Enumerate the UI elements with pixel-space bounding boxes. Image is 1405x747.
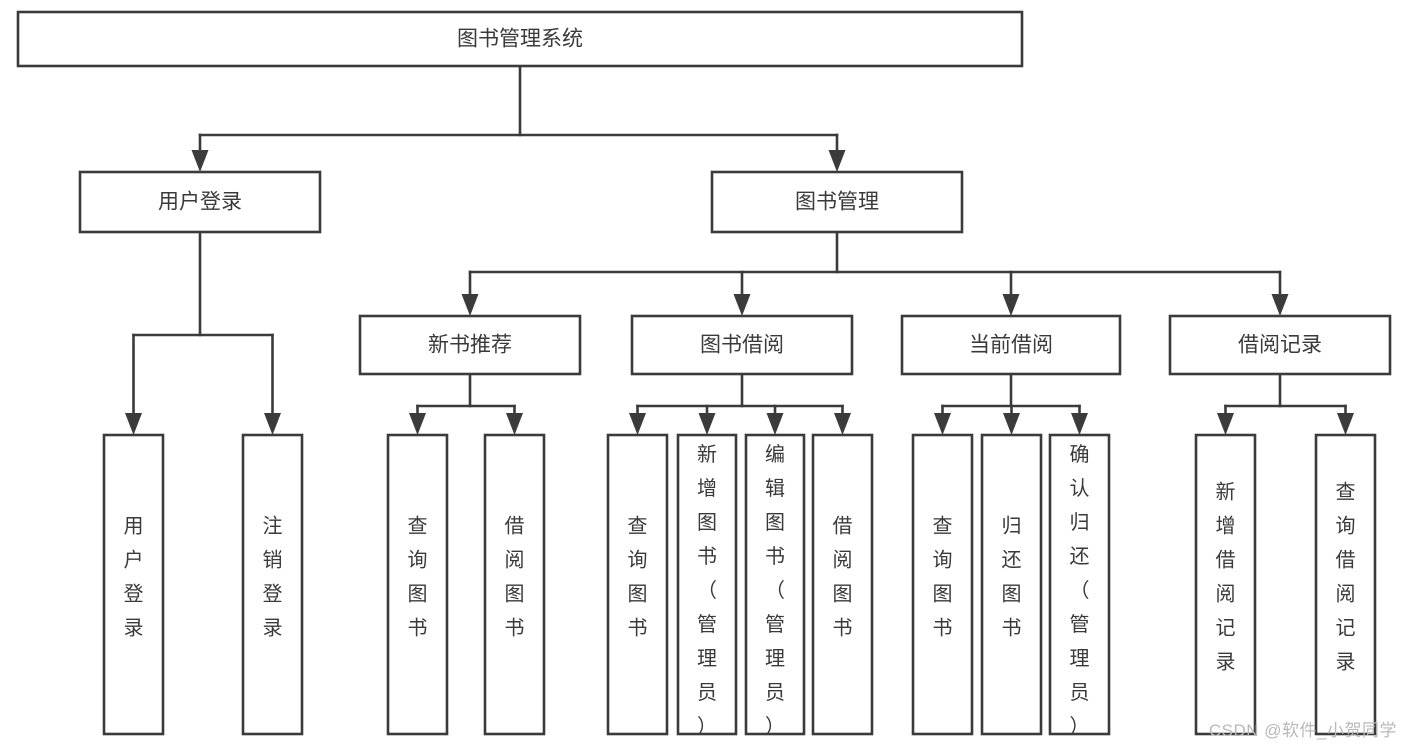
node-box-leaf-confirm-return [1048, 433, 1111, 736]
node-box-book-manage [710, 170, 964, 234]
node-user-login[interactable]: 用户登录 [78, 170, 322, 234]
node-label-leaf-add-book: 新增图书（管理员） [697, 443, 717, 738]
node-leaf-borrow-book-1[interactable]: 借阅图书 [483, 433, 546, 736]
node-label-leaf-borrow-book-2: 借阅图书 [833, 514, 853, 639]
node-box-leaf-query-record [1314, 433, 1377, 736]
node-box-new-book-rec [358, 314, 582, 376]
node-label-leaf-user-login: 用户登录 [124, 515, 144, 639]
node-label-leaf-borrow-book-1: 借阅图书 [505, 514, 525, 639]
node-box-leaf-borrow-book-1 [483, 433, 546, 736]
node-box-leaf-user-login [102, 433, 165, 736]
node-box-user-login [78, 170, 322, 234]
connector-current_borrow [934, 372, 1088, 435]
node-leaf-query-record[interactable]: 查询借阅记录 [1314, 433, 1377, 736]
node-box-book-borrow [630, 314, 854, 376]
node-box-leaf-query-book-1 [386, 433, 449, 736]
node-book-borrow[interactable]: 图书借阅 [630, 314, 854, 376]
node-label-user-login: 用户登录 [158, 191, 242, 214]
connector-root [191, 64, 846, 172]
node-leaf-user-login[interactable]: 用户登录 [102, 433, 165, 736]
node-label-leaf-query-book-2: 查询图书 [628, 514, 648, 639]
node-label-root: 图书管理系统 [457, 28, 583, 51]
node-root[interactable]: 图书管理系统 [16, 10, 1024, 68]
node-leaf-query-book-1[interactable]: 查询图书 [386, 433, 449, 736]
node-label-leaf-return-book: 归还图书 [1002, 514, 1022, 639]
node-layer: 图书管理系统用户登录图书管理新书推荐图书借阅当前借阅借阅记录用户登录注销登录查询… [16, 10, 1392, 738]
node-leaf-add-record[interactable]: 新增借阅记录 [1194, 433, 1257, 736]
node-leaf-query-book-3[interactable]: 查询图书 [911, 433, 974, 736]
node-label-leaf-confirm-return: 确认归还（管理员） [1070, 443, 1090, 738]
node-label-book-manage: 图书管理 [795, 191, 879, 214]
node-leaf-edit-book[interactable]: 编辑图书（管理员） [744, 433, 806, 738]
node-label-current-borrow: 当前借阅 [969, 334, 1053, 357]
connector-book_manage [461, 230, 1289, 316]
node-label-borrow-record: 借阅记录 [1238, 334, 1322, 357]
node-leaf-borrow-book-2[interactable]: 借阅图书 [811, 433, 874, 736]
node-label-book-borrow: 图书借阅 [700, 334, 784, 357]
node-label-leaf-edit-book: 编辑图书（管理员） [765, 443, 785, 738]
node-current-borrow[interactable]: 当前借阅 [900, 314, 1122, 376]
node-box-borrow-record [1168, 314, 1392, 376]
node-leaf-confirm-return[interactable]: 确认归还（管理员） [1048, 433, 1111, 738]
node-box-leaf-add-record [1194, 433, 1257, 736]
node-leaf-return-book[interactable]: 归还图书 [980, 433, 1043, 736]
node-box-leaf-query-book-3 [911, 433, 974, 736]
node-leaf-query-book-2[interactable]: 查询图书 [606, 433, 669, 736]
node-label-leaf-query-book-1: 查询图书 [408, 514, 428, 639]
node-new-book-rec[interactable]: 新书推荐 [358, 314, 582, 376]
connector-book_borrow [629, 372, 851, 435]
connector-borrow_record [1217, 372, 1354, 435]
node-leaf-logout[interactable]: 注销登录 [241, 433, 304, 736]
node-label-leaf-logout: 注销登录 [263, 514, 283, 639]
node-label-leaf-add-record: 新增借阅记录 [1216, 480, 1236, 673]
node-book-manage[interactable]: 图书管理 [710, 170, 964, 234]
node-box-leaf-query-book-2 [606, 433, 669, 736]
node-label-leaf-query-record: 查询借阅记录 [1336, 480, 1356, 673]
connector-user_login [125, 230, 281, 435]
node-box-root [16, 10, 1024, 68]
node-leaf-add-book[interactable]: 新增图书（管理员） [676, 433, 738, 738]
node-box-leaf-logout [241, 433, 304, 736]
node-label-new-book-rec: 新书推荐 [428, 334, 512, 357]
node-box-leaf-return-book [980, 433, 1043, 736]
node-box-leaf-add-book [676, 433, 738, 736]
node-box-current-borrow [900, 314, 1122, 376]
node-borrow-record[interactable]: 借阅记录 [1168, 314, 1392, 376]
connector-new_book_rec [409, 372, 523, 435]
node-label-leaf-query-book-3: 查询图书 [933, 514, 953, 639]
node-box-leaf-borrow-book-2 [811, 433, 874, 736]
node-box-leaf-edit-book [744, 433, 806, 736]
connector-layer [125, 64, 1354, 435]
